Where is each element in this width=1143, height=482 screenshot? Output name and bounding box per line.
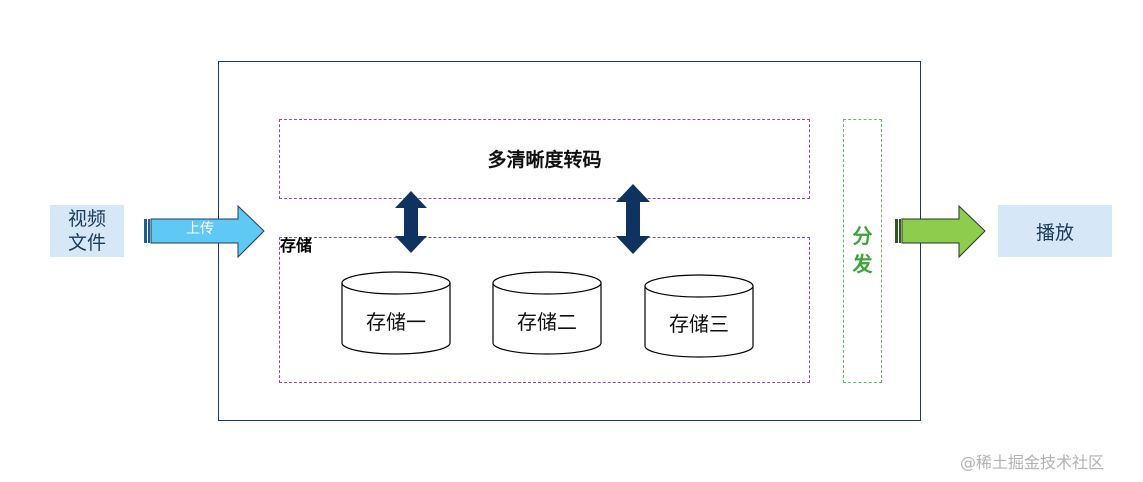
- upload-arrow: [144, 204, 265, 259]
- video-file-label-line1: 视频: [67, 208, 106, 230]
- transcode-label: 多清晰度转码: [487, 149, 602, 171]
- output-arrow: [895, 204, 986, 259]
- distribute-label-line2: 发: [852, 252, 873, 276]
- watermark-text: @稀土掘金技术社区: [960, 453, 1105, 472]
- storage-cylinder-3: [644, 274, 754, 358]
- storage-cylinder-2: [492, 271, 602, 355]
- transcode-box: [279, 119, 810, 199]
- transfer-arrow-2: [616, 184, 650, 254]
- storage-title: 存储: [280, 236, 313, 255]
- storage-unit-label-1: 存储一: [366, 310, 426, 334]
- upload-label: 上传: [186, 221, 214, 237]
- distribute-label-line1: 分: [852, 224, 873, 248]
- distribute-label: 分 发: [843, 222, 882, 278]
- video-file-node: 视频 文件: [50, 205, 124, 257]
- storage-unit-label-2: 存储二: [517, 310, 577, 334]
- play-node: 播放: [998, 205, 1112, 257]
- storage-box: [279, 237, 810, 383]
- storage-unit-label-3: 存储三: [669, 312, 729, 336]
- storage-cylinder-1: [341, 271, 451, 355]
- distribute-box: [843, 119, 882, 383]
- play-label: 播放: [1035, 221, 1074, 244]
- transfer-arrow-1: [395, 191, 427, 253]
- video-file-label-line2: 文件: [67, 232, 106, 254]
